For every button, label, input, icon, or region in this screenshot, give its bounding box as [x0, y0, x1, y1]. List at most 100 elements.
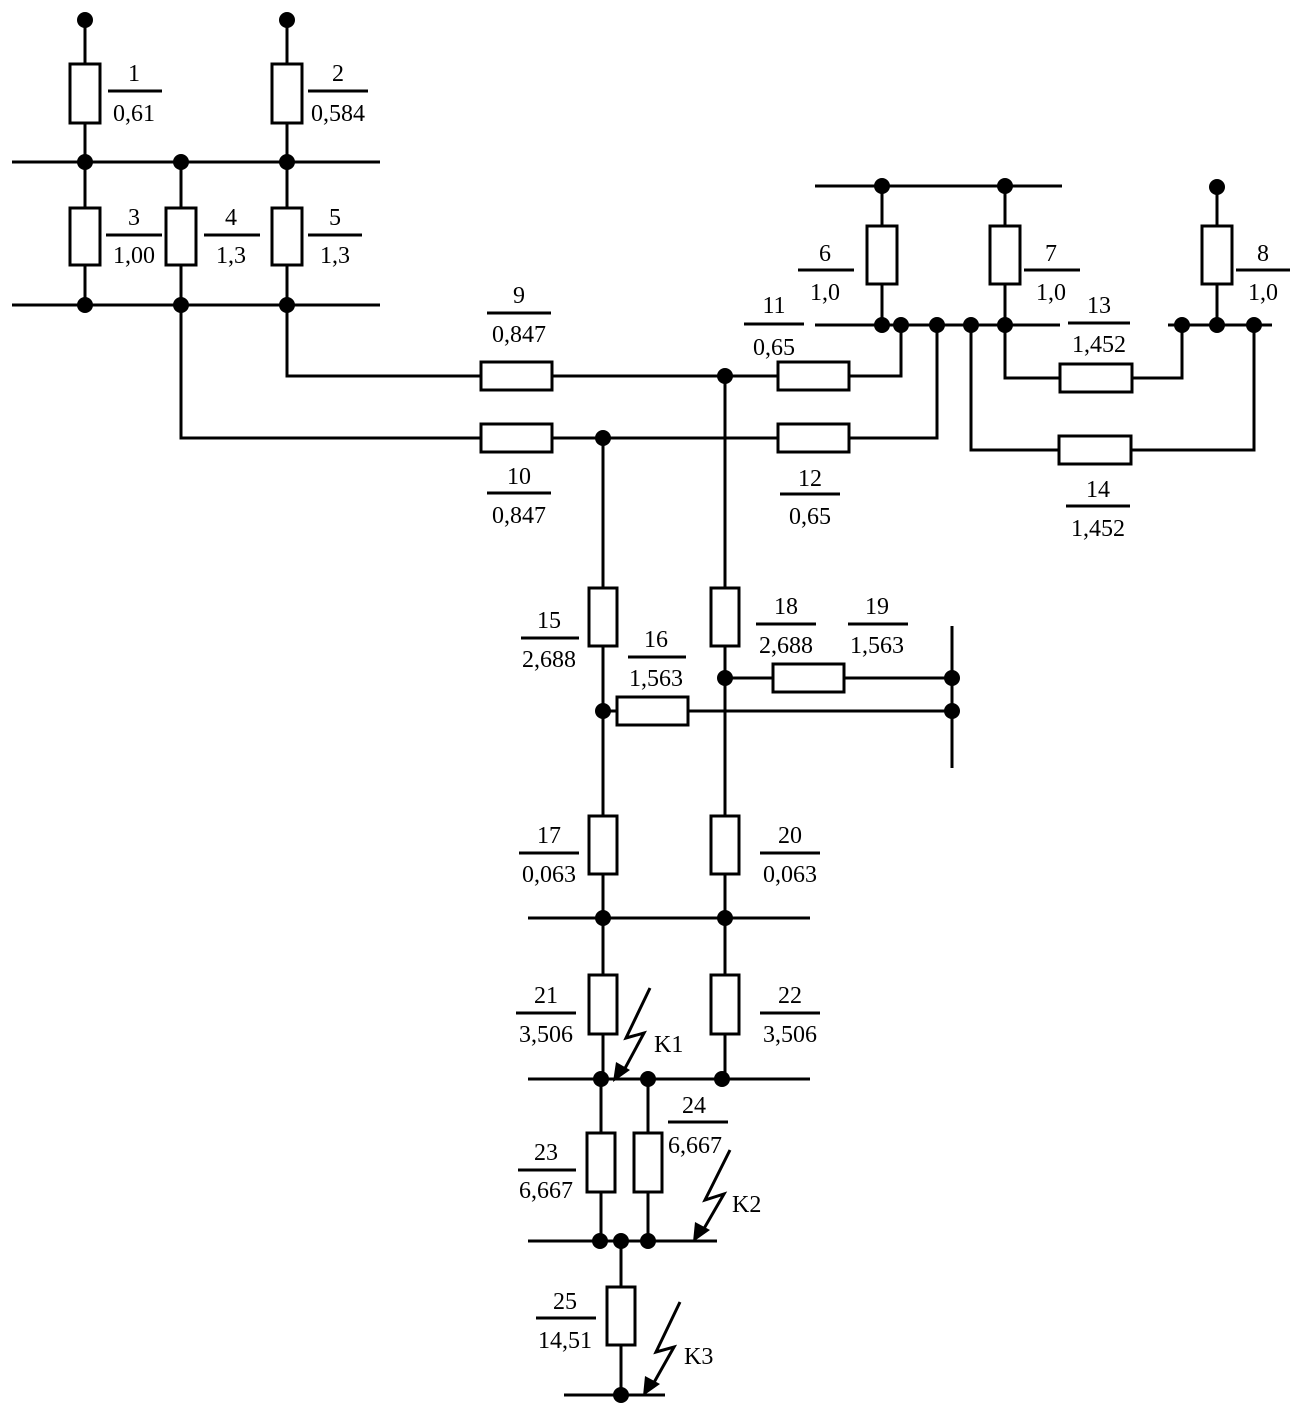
label-number-25: 25 — [553, 1289, 577, 1315]
label-number-7: 7 — [1045, 241, 1057, 267]
junction-node — [173, 154, 189, 170]
resistor-7 — [988, 224, 1022, 286]
junction-node — [997, 317, 1013, 333]
label-value-25: 14,51 — [538, 1328, 592, 1354]
label-number-5: 5 — [329, 205, 341, 231]
fault-markers: K1 K2 K3 — [613, 987, 761, 1396]
label-value-1: 0,61 — [113, 101, 155, 127]
label-value-13: 1,452 — [1072, 332, 1126, 358]
label-value-22: 3,506 — [763, 1022, 817, 1048]
fault-label-k1: K1 — [654, 1032, 683, 1058]
label-value-8: 1,0 — [1248, 280, 1278, 306]
label-value-10: 0,847 — [492, 503, 546, 529]
junction-node — [997, 178, 1013, 194]
resistor-1 — [68, 62, 102, 125]
label-number-10: 10 — [507, 464, 531, 490]
label-number-22: 22 — [778, 983, 802, 1009]
label-value-5: 1,3 — [320, 243, 350, 269]
label-value-14: 1,452 — [1071, 516, 1125, 542]
label-value-12: 0,65 — [789, 504, 831, 530]
junction-node — [595, 703, 611, 719]
label-number-21: 21 — [534, 983, 558, 1009]
fault-arrowhead-k2 — [693, 1222, 710, 1242]
junction-node — [593, 1071, 609, 1087]
label-value-2: 0,584 — [311, 101, 365, 127]
label-number-16: 16 — [644, 627, 668, 653]
junction-node — [613, 1387, 629, 1403]
resistor-18 — [709, 586, 741, 648]
label-number-3: 3 — [128, 205, 140, 231]
fault-arrowhead-k1 — [613, 1062, 630, 1082]
resistor-6 — [865, 224, 899, 286]
label-number-19: 19 — [865, 594, 889, 620]
resistor-11 — [776, 360, 851, 392]
fault-label-k2: K2 — [732, 1192, 761, 1218]
junction-node — [714, 1071, 730, 1087]
resistor-23 — [585, 1131, 617, 1194]
label-number-8: 8 — [1257, 241, 1269, 267]
junction-node — [595, 430, 611, 446]
fault-label-k3: K3 — [684, 1344, 713, 1370]
label-value-11: 0,65 — [753, 335, 795, 361]
label-number-4: 4 — [225, 205, 237, 231]
junction-node — [279, 297, 295, 313]
label-value-4: 1,3 — [216, 243, 246, 269]
resistor-25 — [605, 1285, 637, 1347]
resistors — [68, 62, 1234, 1347]
resistor-19 — [771, 662, 846, 694]
label-value-16: 1,563 — [629, 666, 683, 692]
resistor-2 — [270, 62, 304, 125]
junction-node — [874, 178, 890, 194]
label-number-11: 11 — [762, 293, 785, 319]
label-number-15: 15 — [537, 608, 561, 634]
label-number-6: 6 — [819, 241, 831, 267]
junction-node — [717, 670, 733, 686]
label-value-20: 0,063 — [763, 862, 817, 888]
resistor-12 — [776, 422, 851, 454]
resistor-21 — [587, 973, 619, 1036]
resistor-24 — [632, 1131, 664, 1194]
junction-node — [874, 317, 890, 333]
fault-arrow-k3 — [650, 1301, 682, 1387]
junction-node — [595, 910, 611, 926]
label-value-18: 2,688 — [759, 633, 813, 659]
label-value-24: 6,667 — [668, 1133, 722, 1159]
junction-node — [592, 1233, 608, 1249]
terminal-node — [279, 12, 295, 28]
junction-node — [613, 1233, 629, 1249]
label-number-12: 12 — [798, 466, 822, 492]
label-value-7: 1,0 — [1036, 280, 1066, 306]
label-value-6: 1,0 — [810, 280, 840, 306]
label-number-9: 9 — [513, 283, 525, 309]
label-number-14: 14 — [1086, 477, 1110, 503]
resistor-9 — [479, 360, 554, 392]
resistor-20 — [709, 814, 741, 876]
junction-node — [1246, 317, 1262, 333]
label-number-18: 18 — [774, 594, 798, 620]
junction-node — [77, 154, 93, 170]
resistor-22 — [709, 973, 741, 1036]
resistor-14 — [1057, 434, 1133, 466]
junction-node — [77, 297, 93, 313]
element-labels: 1 0,61 2 0,584 3 1,00 4 1,3 5 1,3 6 1,0 … — [106, 61, 1290, 1354]
label-number-17: 17 — [537, 823, 561, 849]
junction-node — [963, 317, 979, 333]
label-value-3: 1,00 — [113, 243, 155, 269]
junction-node — [717, 368, 733, 384]
junction-node — [929, 317, 945, 333]
fault-arrowhead-k3 — [643, 1376, 660, 1396]
nodes — [77, 12, 1262, 1403]
label-value-17: 0,063 — [522, 862, 576, 888]
junction-node — [1174, 317, 1190, 333]
label-number-24: 24 — [682, 1093, 706, 1119]
resistor-8 — [1200, 224, 1234, 286]
junction-node — [279, 154, 295, 170]
junction-node — [640, 1071, 656, 1087]
junction-node — [640, 1233, 656, 1249]
resistor-15 — [587, 586, 619, 648]
junction-node — [1209, 317, 1225, 333]
label-value-19: 1,563 — [850, 633, 904, 659]
resistor-3 — [68, 206, 102, 267]
resistor-13 — [1058, 362, 1134, 394]
